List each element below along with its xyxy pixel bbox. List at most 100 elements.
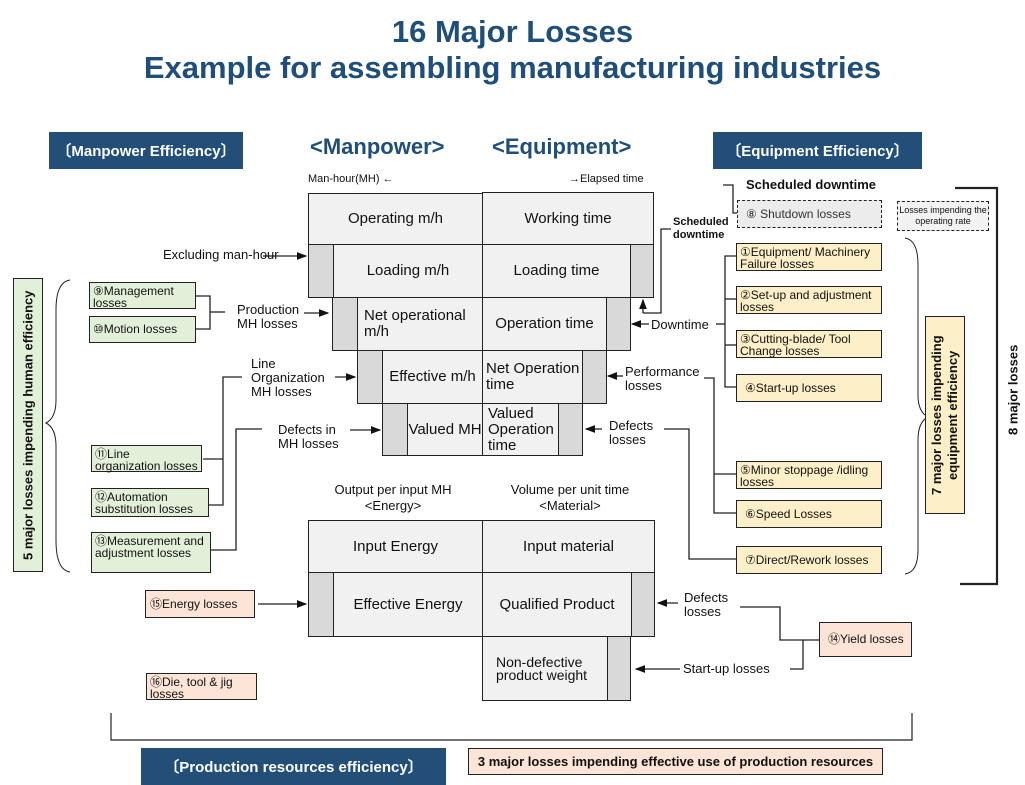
resources-group-label: 3 major losses impending effective use o…: [468, 748, 883, 775]
automation-substitution-losses-box: ⑫Automation substitution losses: [91, 488, 209, 517]
effective-mh-cell: Effective m/h: [382, 350, 483, 404]
operation-time-cell: Operation time: [482, 297, 607, 351]
loss-label: Measurement and adjustment losses: [95, 534, 204, 560]
energy-header: Output per input MH <Energy>: [318, 482, 468, 514]
loss-label: Cutting-blade/ Tool Change losses: [740, 332, 851, 358]
loss-label: Management losses: [93, 284, 174, 310]
loss-number: ⑦: [745, 553, 756, 567]
working-time-cell: Working time: [482, 192, 654, 245]
material-header-text: Volume per unit time: [510, 482, 630, 497]
yield-defects-loss-bar: [631, 572, 655, 637]
operating-mh-cell: Operating m/h: [308, 193, 483, 245]
equipment-failure-losses-box: ①Equipment/ Machinery Failure losses: [736, 243, 882, 271]
equipment-column-header: <Equipment>: [492, 134, 632, 159]
excluding-man-hour-label: Excluding man-hour: [163, 247, 279, 262]
net-operational-mh-cell: Net operational m/h: [357, 297, 483, 351]
valued-mh-cell: Valued MH: [407, 403, 483, 456]
manpower-column-header: <Manpower>: [310, 134, 445, 159]
performance-loss-bar: [582, 350, 607, 404]
manpower-efficiency-header: 〔Manpower Efficiency〕: [49, 132, 243, 169]
yield-losses-box: ⑭Yield losses: [819, 622, 912, 657]
loss-number: ⑪: [95, 447, 108, 461]
downtime-label: Downtime: [651, 317, 709, 332]
measurement-adjustment-losses-box: ⑬Measurement and adjustment losses: [91, 532, 211, 573]
man-hour-axis-label: Man-hour(MH) ←: [308, 173, 394, 185]
equipment-efficiency-group-label: 7 major losses impending equipment effic…: [925, 316, 965, 514]
loss-number: ①: [740, 245, 751, 259]
loss-label: Set-up and adjustment losses: [740, 288, 872, 314]
human-efficiency-group-label: 5 major losses impending human efficienc…: [13, 278, 43, 572]
loss-number: ⑮: [150, 597, 163, 611]
title-line-1: 16 Major Losses: [391, 14, 634, 49]
loss-number: ④: [745, 381, 756, 395]
downtime-loss-bar: [606, 297, 631, 351]
loss-label: Motion losses: [103, 322, 178, 336]
loading-time-cell: Loading time: [482, 244, 631, 298]
loss-number: ⑧: [746, 207, 757, 221]
energy-header-sub: <Energy>: [364, 498, 422, 513]
input-material-cell: Input material: [482, 520, 655, 573]
qualified-product-cell: Qualified Product: [482, 572, 632, 637]
material-header-sub: <Material>: [539, 498, 601, 513]
loss-label: Shutdown losses: [760, 207, 851, 221]
defects-in-mh-losses-label: Defects in MH losses: [278, 422, 339, 451]
defects-losses-label: Defects losses: [609, 418, 654, 447]
eight-major-losses-label: 8 major losses: [1005, 344, 1021, 436]
valued-operation-time-cell: Valued Operation time: [482, 403, 559, 456]
loss-number: ⑬: [95, 534, 108, 548]
startup-yield-loss-bar: [607, 636, 631, 701]
shutdown-losses-box: ⑧ Shutdown losses: [737, 200, 882, 228]
loading-mh-cell: Loading m/h: [333, 244, 483, 298]
elapsed-time-axis-label: →Elapsed time: [569, 173, 644, 185]
scheduled-downtime-top-label: Scheduled downtime: [746, 177, 877, 192]
speed-losses-box: ⑥Speed Losses: [736, 500, 882, 528]
die-tool-jig-losses-box: ⑯Die, tool & jig losses: [146, 673, 257, 700]
loss-number: ③: [740, 332, 751, 346]
title-line-2: Example for assembling manufacturing ind…: [143, 50, 882, 85]
loss-number: ⑭: [828, 632, 841, 646]
loss-label: Line organization losses: [95, 447, 198, 473]
equipment-efficiency-header: 〔Equipment Efficiency〕: [713, 132, 922, 169]
loss-number: ⑤: [740, 463, 751, 477]
loss-number: ⑨: [93, 284, 104, 298]
direct-rework-losses-box: ⑦Direct/Rework losses: [736, 546, 882, 574]
loss-label: Start-up losses: [755, 381, 836, 395]
defects-losses-lower-label: Defects losses: [684, 590, 729, 619]
defects-mh-loss-bar: [382, 403, 408, 456]
loss-number: ⑥: [745, 507, 756, 521]
scheduled-downtime-loss-bar: [630, 244, 654, 298]
performance-losses-label: Performance losses: [625, 364, 700, 393]
operating-rate-losses-label: Losses impending the operating rate: [897, 201, 989, 231]
excluding-mh-loss-bar: [308, 244, 334, 298]
line-organization-losses-box: ⑪Line organization losses: [91, 445, 202, 472]
motion-losses-box: ⑩Motion losses: [89, 316, 196, 343]
scheduled-downtime-label: Scheduled downtime: [673, 216, 729, 241]
loss-label: Speed Losses: [755, 507, 832, 521]
loss-label: Direct/Rework losses: [755, 553, 869, 567]
loss-label: Automation substitution losses: [95, 490, 194, 516]
loss-number: ⑫: [95, 490, 108, 504]
management-losses-box: ⑨Management losses: [89, 282, 196, 309]
setup-adjustment-losses-box: ②Set-up and adjustment losses: [736, 286, 882, 314]
energy-losses-box: ⑮Energy losses: [145, 590, 255, 618]
production-resources-efficiency-header: 〔Production resources efficiency〕: [141, 748, 446, 785]
cutting-blade-losses-box: ③Cutting-blade/ Tool Change losses: [736, 330, 882, 358]
loss-label: Energy losses: [162, 597, 238, 611]
loss-number: ⑯: [150, 675, 163, 689]
loss-number: ②: [740, 288, 751, 302]
loss-label: Equipment/ Machinery Failure losses: [740, 245, 871, 271]
startup-losses-box: ④Start-up losses: [736, 374, 882, 402]
loss-label: Minor stoppage /idling losses: [740, 463, 869, 489]
energy-header-text: Output per input MH: [334, 482, 452, 497]
effective-energy-cell: Effective Energy: [333, 572, 483, 637]
loss-label: Die, tool & jig losses: [150, 675, 233, 701]
minor-stoppage-losses-box: ⑤Minor stoppage /idling losses: [736, 461, 882, 489]
line-org-mh-losses-label: Line Organization MH losses: [251, 356, 325, 399]
loss-number: ⑩: [93, 322, 104, 336]
material-header: Volume per unit time <Material>: [490, 482, 650, 514]
input-energy-cell: Input Energy: [308, 520, 483, 573]
non-defective-weight-cell: Non-defective product weight: [482, 636, 608, 701]
defects-loss-bar: [558, 403, 583, 456]
startup-losses-lower-label: Start-up losses: [683, 661, 770, 676]
loss-label: Yield losses: [840, 632, 904, 646]
